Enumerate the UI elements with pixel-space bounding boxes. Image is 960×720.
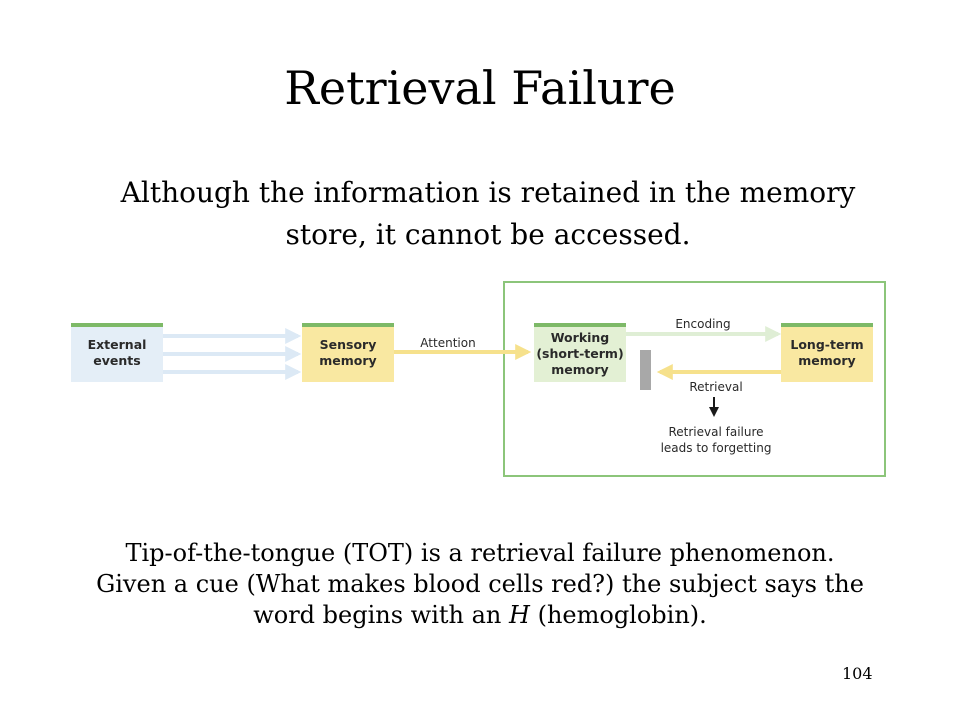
slide-title: Retrieval Failure	[284, 61, 676, 115]
body-text-emphasis: H	[509, 601, 530, 629]
box-sensory-memory: Sensory memory	[302, 323, 394, 382]
box-working-memory: Working (short-term) memory	[534, 323, 626, 382]
retrieval-label: Retrieval	[689, 380, 742, 394]
attention-label: Attention	[420, 336, 475, 350]
box-external-events: External events	[71, 323, 163, 382]
slide-body-text: Tip-of-the-tongue (TOT) is a retrieval f…	[90, 538, 870, 631]
failure-label-2: leads to forgetting	[661, 441, 772, 455]
arrows-external-to-sensory	[163, 328, 302, 380]
page-number: 104	[842, 664, 873, 683]
box-working-label-3: memory	[551, 362, 608, 377]
slide-subtitle: Although the information is retained in …	[120, 176, 856, 251]
box-external-label-1: External	[88, 337, 147, 352]
storage-frame	[503, 281, 886, 477]
box-working-label-1: Working	[551, 330, 610, 345]
box-working-label-2: (short-term)	[536, 346, 623, 361]
body-text-lead: Tip-of-the-tongue (TOT) is a retrieval f…	[96, 539, 864, 629]
box-longterm-label-2: memory	[798, 353, 855, 368]
retrieval-blocker	[640, 350, 651, 390]
box-sensory-label-1: Sensory	[320, 337, 377, 352]
arrow-retrieval: Retrieval	[656, 364, 781, 394]
box-longterm-memory: Long-term memory	[781, 323, 873, 382]
memory-model-diagram: External events Sensory memory Attention…	[71, 281, 886, 477]
arrow-encoding: Encoding	[626, 317, 782, 342]
arrow-attention: Attention	[394, 336, 532, 360]
box-longterm-label-1: Long-term	[790, 337, 863, 352]
failure-label-1: Retrieval failure	[668, 425, 763, 439]
box-external-label-2: events	[93, 353, 140, 368]
encoding-label: Encoding	[675, 317, 730, 331]
body-text-tail: (hemoglobin).	[529, 601, 707, 629]
box-sensory-label-2: memory	[319, 353, 376, 368]
